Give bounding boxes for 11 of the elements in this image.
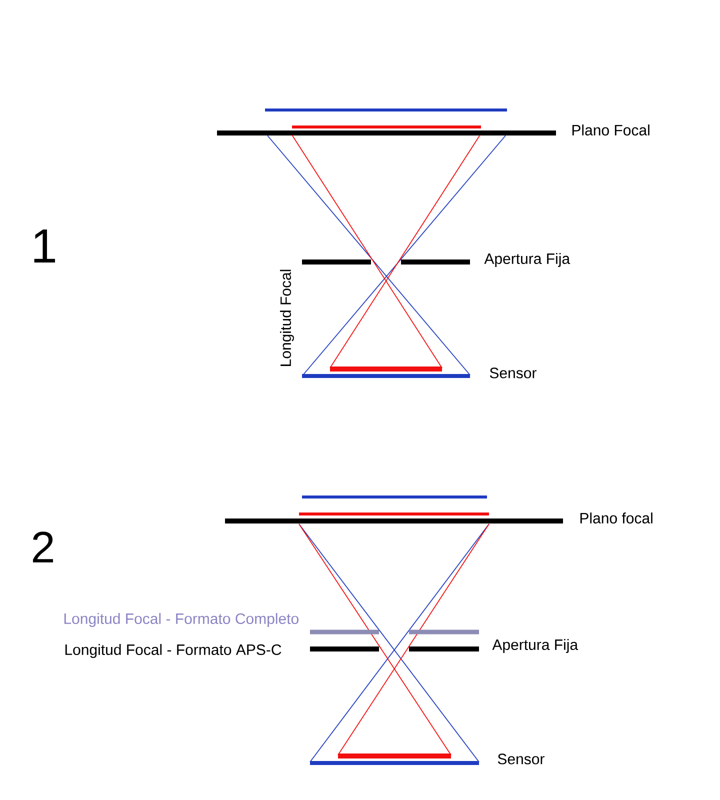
sensor-label: Sensor	[498, 754, 544, 764]
focal-length-label: Longitud Focal	[280, 270, 294, 366]
aperture-label: Apertura Fija	[492, 639, 578, 653]
focal-length-label: Longitud Focal - Formato Completo	[64, 613, 298, 627]
sensor-label: Sensor	[490, 368, 536, 378]
focal-plane-label: Plano Focal	[572, 124, 650, 136]
focal-length-label: Longitud Focal - Formato APS-C	[65, 644, 282, 658]
focal-plane-label: Plano focal	[580, 512, 652, 524]
figure-number: 2	[32, 532, 54, 562]
aperture-label: Apertura Fija	[484, 253, 570, 267]
figure-number: 1	[34, 229, 55, 262]
